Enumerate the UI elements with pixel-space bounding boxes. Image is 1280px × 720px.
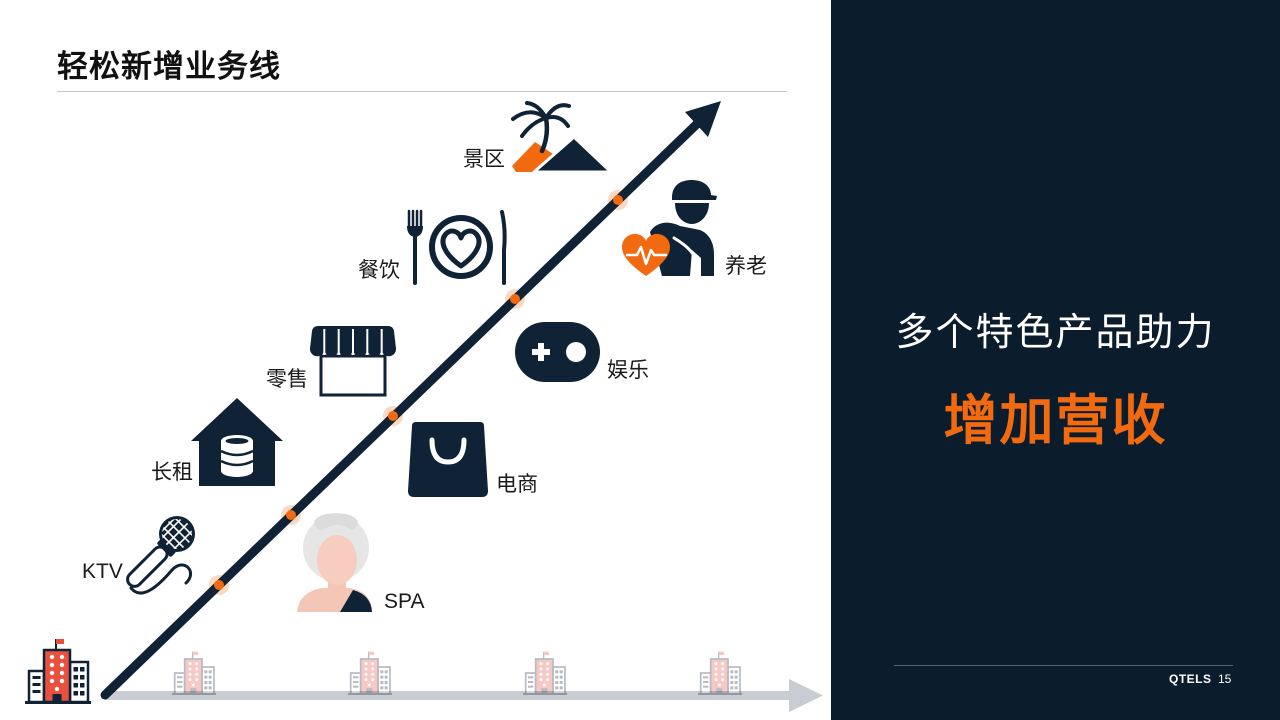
palm-tree-icon: [511, 101, 571, 154]
awning-scallops: [310, 341, 396, 357]
coin-stack: [220, 435, 254, 477]
knife-icon: [500, 210, 507, 285]
mountain: [532, 135, 613, 174]
summary-headline: 增加营收: [943, 391, 1168, 451]
label-scenic-area: 景区: [463, 148, 505, 171]
label-ecommerce: 电商: [496, 473, 538, 496]
microphone-grille: [162, 519, 192, 549]
label-elderly-care: 养老: [725, 255, 767, 278]
elder-cap: [672, 180, 717, 200]
milestone-dot: [510, 294, 520, 304]
scenic-area-icon: [511, 101, 613, 174]
dining-icon: [407, 209, 507, 285]
game-controller-icon: [515, 322, 600, 382]
elderly-care-icon: [622, 180, 717, 276]
fork-icon: [407, 209, 423, 285]
baseline-arrow: [105, 679, 823, 712]
house-coins-icon: [191, 398, 283, 486]
microphone-icon: [126, 516, 195, 595]
store-body: [319, 354, 387, 397]
faded-hotel-building-icon: [348, 651, 392, 695]
faded-hotel-building-icon: [698, 651, 742, 695]
label-dining: 餐饮: [358, 259, 400, 282]
elder-arm: [672, 236, 700, 264]
baseline-arrow-shaft: [105, 691, 793, 700]
growth-arrow: [100, 101, 721, 700]
awning-stripes: [323, 329, 383, 355]
summary-subtitle: 多个特色产品助力: [895, 312, 1216, 354]
milestone-dot: [214, 580, 224, 590]
microphone-cable: [129, 563, 193, 595]
page-number: 15: [1218, 672, 1232, 686]
spa-woman-icon: [297, 513, 372, 612]
brand-logo: QTELS: [1169, 672, 1212, 686]
label-ktv: KTV: [82, 560, 123, 583]
growth-arrowhead: [685, 101, 721, 137]
care-heart-icon: [622, 233, 670, 276]
baseline-arrowhead: [789, 679, 823, 712]
controller-button: [566, 342, 586, 362]
growth-arrow-shaft: [100, 116, 705, 700]
footer-divider: [894, 665, 1233, 666]
woman-towel: [340, 590, 372, 612]
label-long-term-rental: 长租: [151, 461, 193, 484]
milestone-dot: [286, 510, 296, 520]
elder-head: [675, 203, 709, 224]
bag-handle: [429, 437, 467, 465]
faded-hotel-building-icon: [172, 651, 216, 695]
label-spa: SPA: [384, 590, 425, 613]
milestone-dots: [214, 195, 623, 590]
milestone-dot: [388, 411, 398, 421]
heart-icon: [440, 228, 482, 269]
elder-body: [650, 222, 714, 276]
woman-hair-fringe: [315, 525, 359, 550]
storefront-icon: [310, 326, 396, 397]
title-divider: [57, 91, 787, 92]
woman-face: [317, 535, 357, 585]
label-entertainment: 娱乐: [607, 359, 649, 382]
milestone-dot: [613, 195, 623, 205]
controller-body: [515, 322, 600, 382]
shopping-bag-icon: [408, 422, 488, 497]
label-retail: 零售: [266, 368, 308, 391]
growth-diagram: [25, 101, 823, 712]
content-panel: 轻松新增业务线: [25, 49, 823, 712]
hotel-building-icon: [25, 638, 91, 704]
slide-title: 轻松新增业务线: [57, 49, 281, 84]
heartbeat-line: [625, 245, 668, 266]
summary-panel: 多个特色产品助力 增加营收 QTELS 15: [831, 0, 1280, 720]
faded-hotel-building-icon: [523, 651, 567, 695]
